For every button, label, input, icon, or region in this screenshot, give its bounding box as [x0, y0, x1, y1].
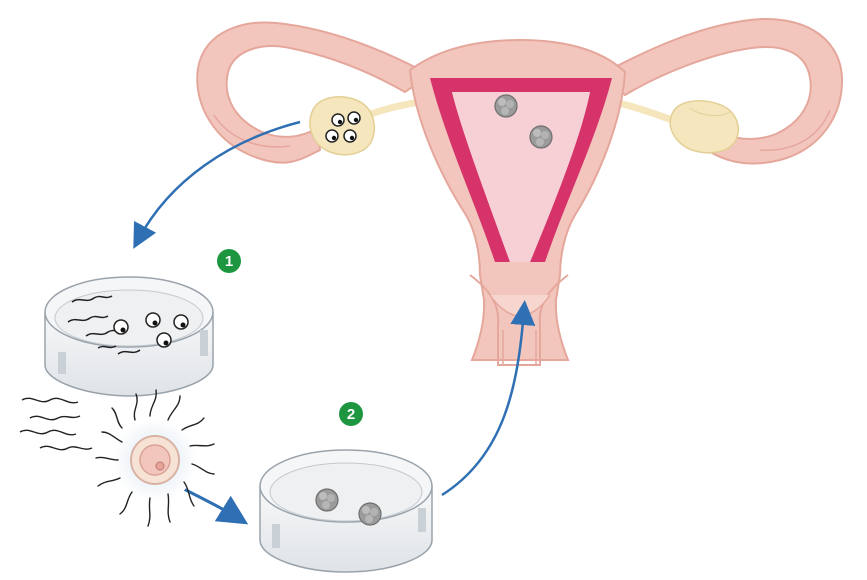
left-fallopian-tube	[197, 23, 430, 163]
uterine-embryo-2	[530, 126, 552, 148]
step-1-badge: 1	[217, 249, 241, 273]
left-ovary	[310, 97, 374, 155]
dish-2-embryo-1	[316, 489, 338, 511]
uterus	[197, 19, 842, 365]
step-1-number: 1	[225, 253, 233, 270]
to-dish-2-arrow	[182, 488, 238, 518]
fertilization-detail	[20, 390, 214, 526]
step-2-badge: 2	[339, 402, 363, 426]
right-ovary	[670, 101, 738, 153]
petri-dish-1	[45, 277, 213, 396]
dish-2-embryo-2	[359, 503, 381, 525]
uterine-embryo-1	[495, 95, 517, 117]
step-2-number: 2	[347, 406, 355, 423]
petri-dish-2	[260, 450, 432, 572]
free-sperm	[20, 398, 92, 449]
